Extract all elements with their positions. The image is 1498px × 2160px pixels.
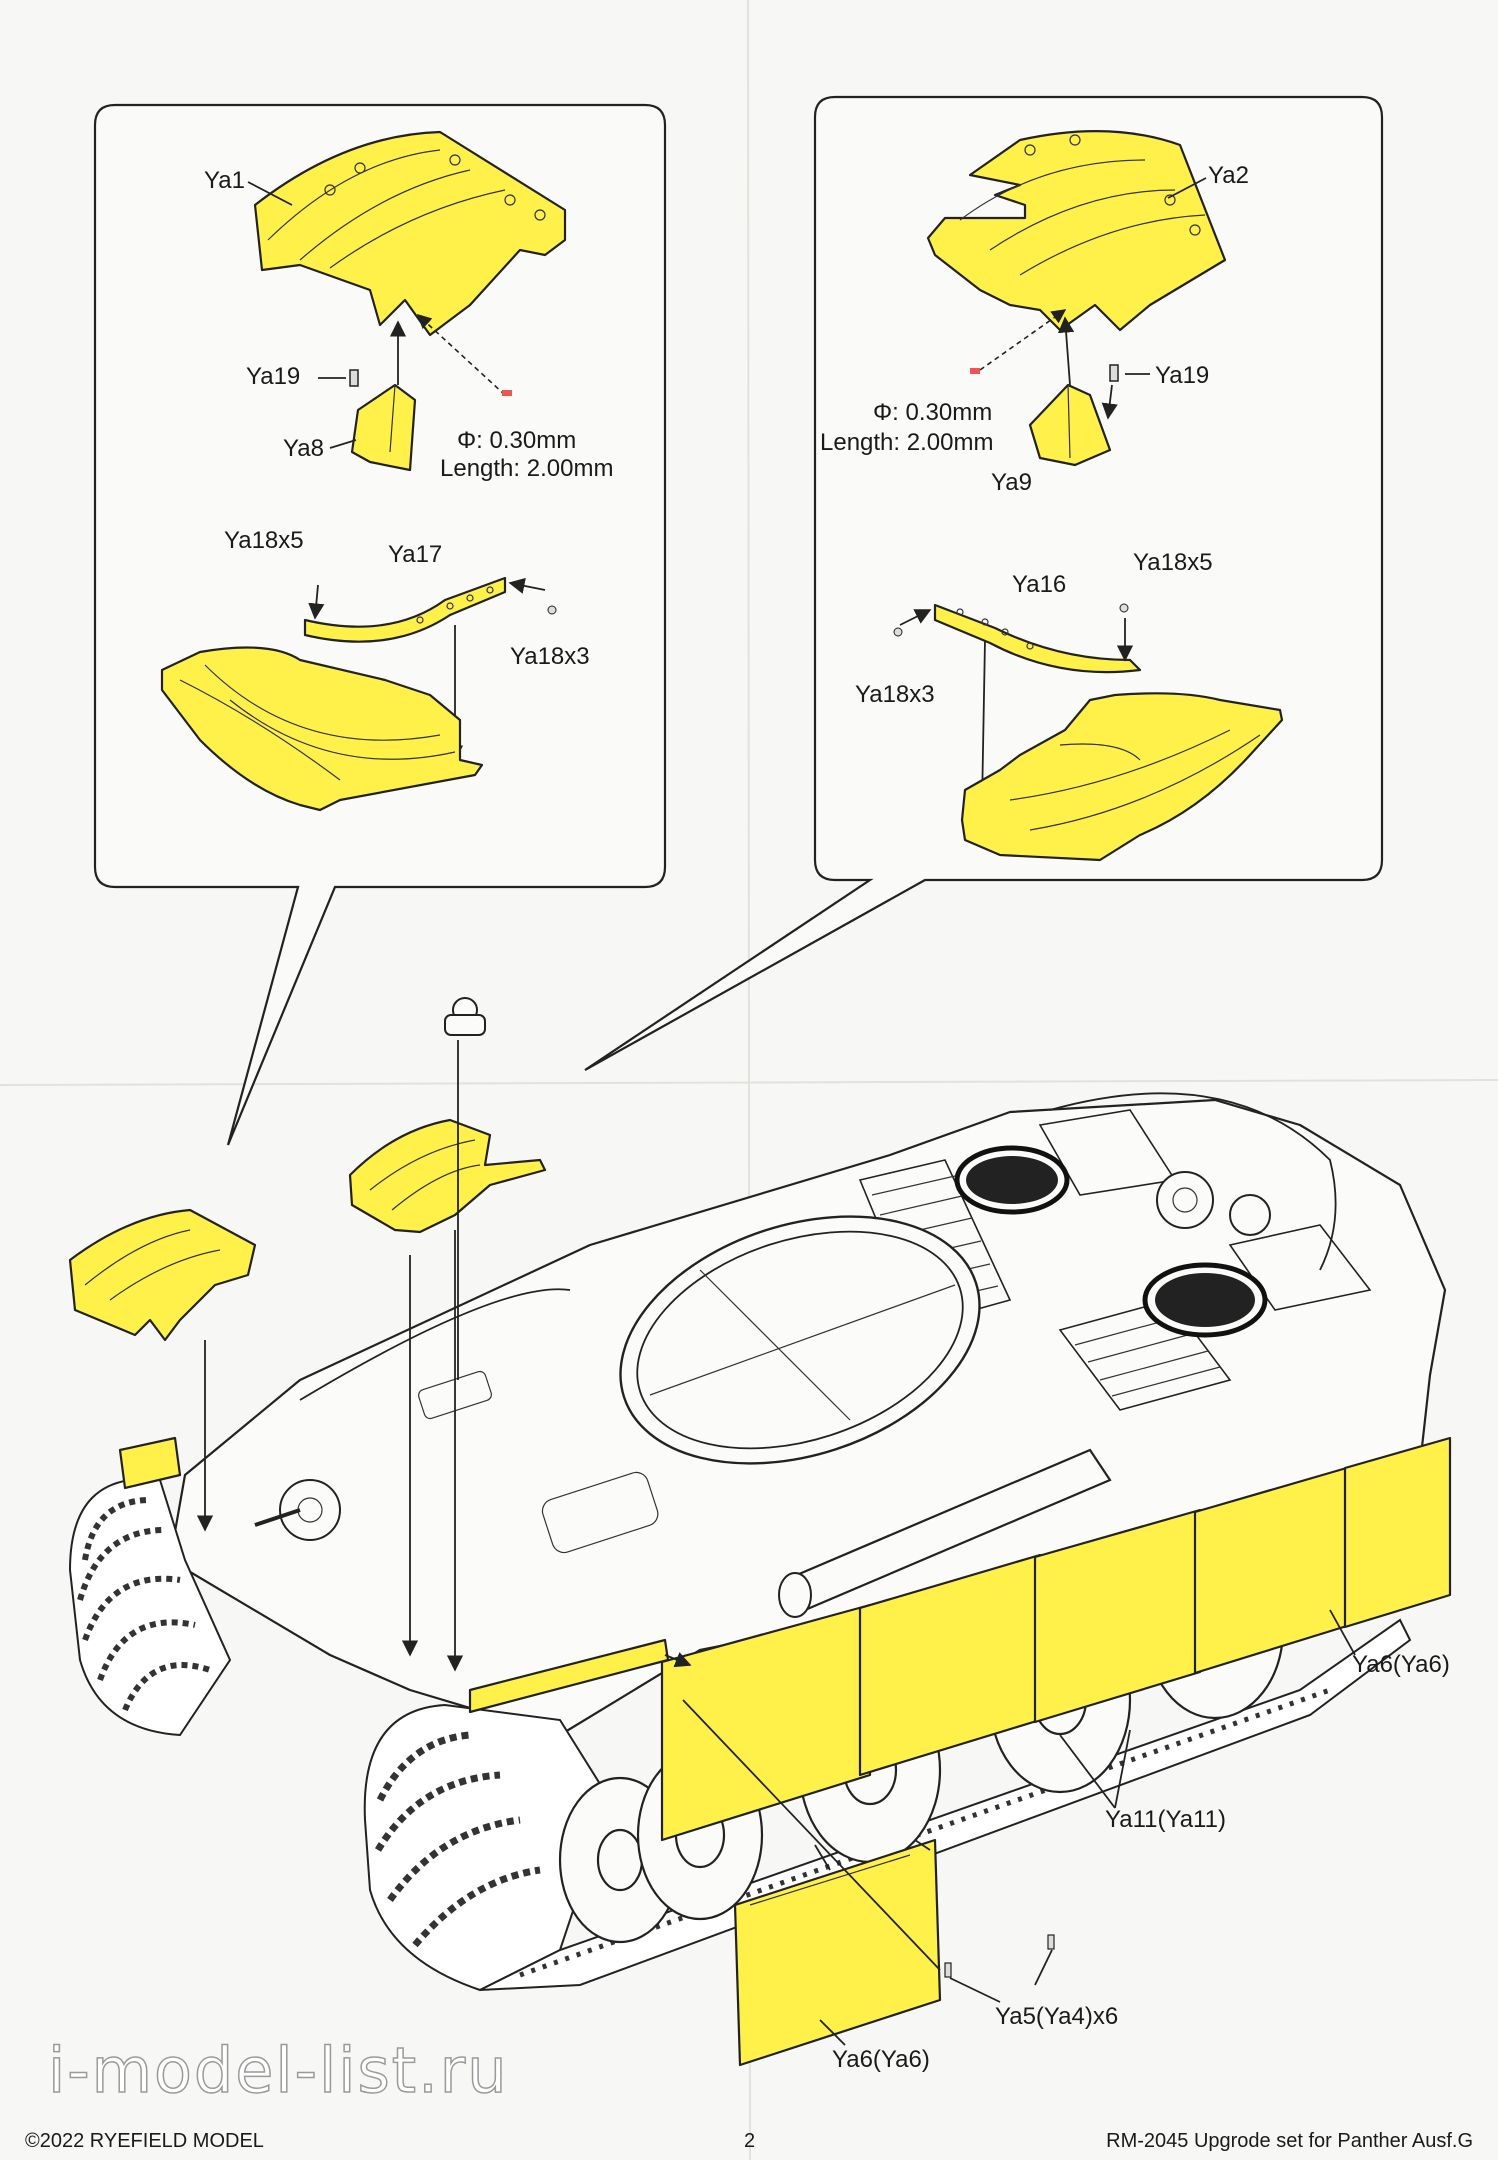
label-phi-left: Φ: 0.30mm bbox=[457, 427, 576, 454]
label-ya17: Ya17 bbox=[388, 541, 442, 568]
wire-end bbox=[502, 390, 512, 396]
front-right-track bbox=[363, 1703, 612, 1992]
tank-hull-view: Ya6(Ya6) Ya11(Ya11) Ya5(Ya4)x6 Ya6(Ya6) bbox=[68, 997, 1452, 2073]
label-phi-right: Φ: 0.30mm bbox=[873, 399, 992, 426]
callout-left: Ya1 Ya19 Ya8 Φ: 0.30mm Length: 2.00mm Ya… bbox=[93, 103, 667, 1146]
skirt-panel-1 bbox=[660, 1603, 872, 1842]
turret-ring bbox=[619, 1215, 981, 1465]
fender-part-ya1 bbox=[253, 130, 567, 337]
front-fender-stub bbox=[118, 1436, 182, 1490]
label-ya11: Ya11(Ya11) bbox=[1105, 1806, 1226, 1833]
label-ya9: Ya9 bbox=[991, 469, 1032, 496]
bracket-part-ya8 bbox=[350, 383, 417, 472]
lower-fender-part bbox=[160, 646, 484, 812]
label-length-left: Length: 2.00mm bbox=[440, 455, 613, 482]
pin-ya19-right bbox=[1109, 364, 1119, 382]
label-ya6-bottom: Ya6(Ya6) bbox=[832, 2046, 930, 2073]
strip-part-ya17 bbox=[303, 576, 507, 643]
footer-page-number: 2 bbox=[744, 2130, 755, 2152]
watermark-text: i-model-list.ru bbox=[48, 2034, 509, 2107]
bracket-part-ya9 bbox=[1028, 383, 1112, 467]
label-ya18x3-left: Ya18x3 bbox=[510, 643, 590, 670]
label-ya1: Ya1 bbox=[204, 167, 245, 194]
label-ya18x3-right: Ya18x3 bbox=[855, 681, 935, 708]
lower-fender-part-right bbox=[960, 692, 1284, 862]
pin-ya19 bbox=[349, 369, 359, 387]
skirt-panel-5 bbox=[1343, 1436, 1452, 1629]
label-ya2: Ya2 bbox=[1208, 162, 1249, 189]
label-ya5: Ya5(Ya4)x6 bbox=[995, 2003, 1118, 2030]
label-ya18x5-right: Ya18x5 bbox=[1133, 549, 1213, 576]
label-ya6-right: Ya6(Ya6) bbox=[1352, 1651, 1450, 1678]
label-length-right: Length: 2.00mm bbox=[820, 429, 993, 456]
footer: ©2022 RYEFIELD MODEL 2 RM-2045 Upgrode s… bbox=[25, 2130, 1473, 2152]
label-ya8: Ya8 bbox=[283, 435, 324, 462]
detached-fender-ya2 bbox=[348, 1118, 547, 1234]
skirt-rail bbox=[468, 1638, 670, 1714]
label-ya18x5-left: Ya18x5 bbox=[224, 527, 304, 554]
hull-mg-mount bbox=[279, 1479, 341, 1541]
headlight bbox=[444, 997, 486, 1036]
driver-hatch bbox=[541, 1471, 659, 1554]
detached-skirt-panel-ya6 bbox=[733, 1838, 942, 2067]
label-ya19-right: Ya19 bbox=[1155, 362, 1209, 389]
label-ya16: Ya16 bbox=[1012, 571, 1066, 598]
front-left-track bbox=[68, 1478, 232, 1737]
strip-part-ya16 bbox=[933, 603, 1142, 674]
wire-arrow bbox=[416, 314, 506, 396]
label-ya19-left: Ya19 bbox=[246, 363, 300, 390]
footer-product: RM-2045 Upgrode set for Panther Ausf.G bbox=[1106, 2130, 1473, 2152]
footer-copyright: ©2022 RYEFIELD MODEL bbox=[25, 2130, 264, 2152]
fuel-cap bbox=[1156, 1171, 1214, 1229]
side-skirts-ya6-ya11 bbox=[118, 1436, 1452, 1842]
detached-fender-ya1 bbox=[68, 1208, 257, 1342]
fender-part-ya2 bbox=[926, 130, 1227, 332]
callout-right: Ya2 Ya19 Φ: 0.30mm Length: 2.00mm Ya9 Ya… bbox=[584, 95, 1384, 1071]
